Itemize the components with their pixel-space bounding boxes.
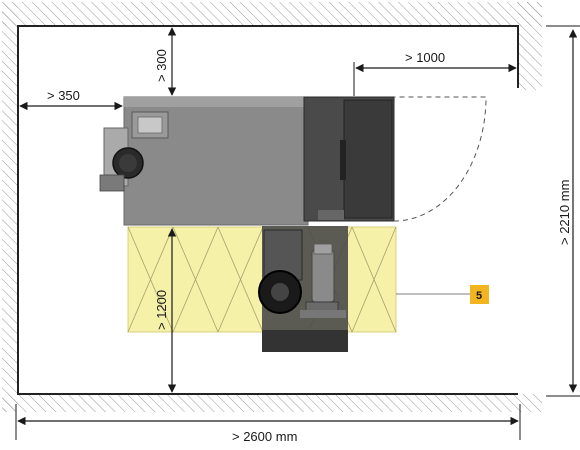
- callout-number: 5: [476, 290, 482, 302]
- callout-badge-box: [470, 285, 489, 304]
- fuel-pipe: [300, 310, 346, 318]
- label-room-width: > 2600 mm: [232, 429, 297, 444]
- pump-assembly: [258, 226, 348, 352]
- motor-body: [311, 249, 335, 303]
- wall-bottom: [2, 394, 542, 412]
- flue-box-inner: [137, 116, 163, 134]
- label-service-clearance: > 1200: [154, 290, 169, 330]
- boiler-door-base: [318, 210, 344, 220]
- pump-wheel-hub: [271, 283, 289, 301]
- burner-fan: [99, 174, 125, 192]
- boiler-body-shade: [124, 97, 308, 107]
- dimension-lines: [15, 25, 580, 440]
- motor-cap: [313, 243, 333, 255]
- label-front-clearance: > 1000: [405, 50, 445, 65]
- wall-right: [518, 2, 542, 90]
- boiler-door-panel: [343, 99, 393, 219]
- boiler-door-handle: [340, 140, 346, 180]
- burner-flange-inner: [119, 154, 137, 172]
- room-outline: [17, 25, 519, 395]
- callout-badge: 5: [470, 285, 489, 304]
- boiler: [99, 96, 395, 226]
- label-room-depth: > 2210 mm: [557, 180, 572, 245]
- label-top-clearance: > 300: [154, 49, 169, 82]
- wall-left: [2, 2, 18, 412]
- label-left-clearance: > 350: [47, 88, 80, 103]
- wall-top: [2, 2, 542, 26]
- assembly-base: [262, 330, 348, 352]
- door-swing-arc: [393, 96, 487, 222]
